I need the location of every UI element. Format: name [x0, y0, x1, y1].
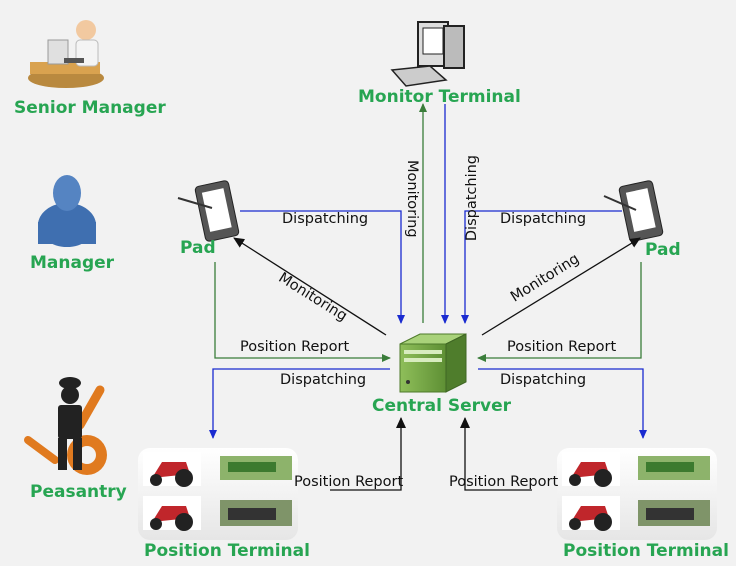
senior-manager-icon — [28, 20, 104, 88]
dispatching-vertical-label: Dispatching — [464, 155, 480, 242]
position-terminal-right-label: Position Terminal — [563, 541, 729, 561]
pad-right-label: Pad — [645, 240, 681, 260]
position-terminal-left-label: Position Terminal — [144, 541, 310, 561]
position-report-terminal-left-arrow — [330, 417, 406, 491]
monitoring-vertical-label: Monitoring — [404, 160, 420, 238]
position-report-pad-left-arrow — [214, 262, 391, 362]
manager-label: Manager — [30, 253, 115, 273]
pad-right-icon — [603, 180, 664, 242]
position-terminal-left-icon — [138, 448, 298, 540]
position-report-terminal-left-label: Position Report — [294, 474, 404, 490]
dispatching-pad-left-arrow — [240, 210, 405, 324]
monitoring-diag-right-arrow — [481, 237, 641, 336]
position-report-terminal-right-label: Position Report — [449, 474, 559, 490]
monitor-terminal-icon — [390, 21, 465, 87]
senior-manager-label: Senior Manager — [14, 98, 166, 118]
position-terminal-right-icon — [557, 448, 717, 540]
dispatching-terminal-left-arrow — [209, 368, 390, 439]
dispatching-terminal-right-arrow — [478, 368, 647, 439]
pad-left-icon — [177, 180, 240, 242]
position-report-terminal-right-arrow — [460, 417, 532, 491]
position-report-pad-right-label: Position Report — [507, 339, 617, 355]
dispatching-terminal-left-label: Dispatching — [280, 372, 367, 388]
central-server-icon — [399, 333, 467, 393]
position-report-pad-right-arrow — [477, 262, 642, 362]
monitor-terminal-label: Monitor Terminal — [358, 87, 521, 107]
dispatching-pad-right-arrow — [461, 210, 622, 324]
peasantry-label: Peasantry — [30, 482, 127, 502]
peasantry-icon — [24, 377, 107, 475]
dispatching-pad-left-label: Dispatching — [282, 211, 369, 227]
position-report-pad-left-label: Position Report — [240, 339, 350, 355]
monitoring-diag-left-arrow — [233, 237, 387, 336]
dispatching-pad-right-label: Dispatching — [500, 211, 587, 227]
manager-icon — [38, 175, 96, 247]
dispatching-terminal-right-label: Dispatching — [500, 372, 587, 388]
central-server-label: Central Server — [372, 396, 511, 416]
pad-left-label: Pad — [180, 238, 216, 258]
